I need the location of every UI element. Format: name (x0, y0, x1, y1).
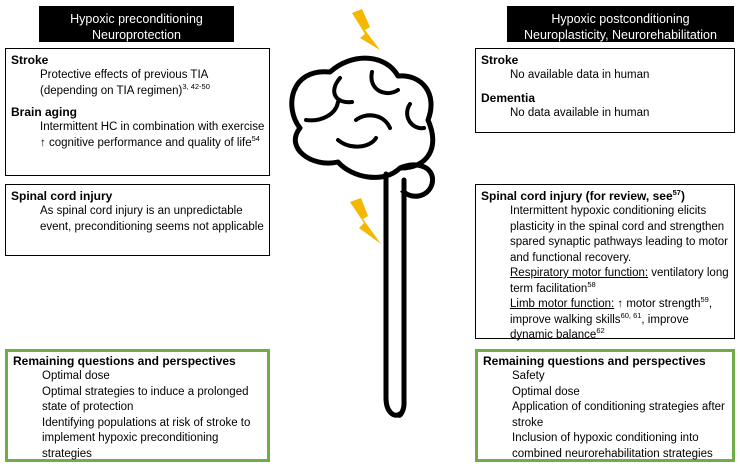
sci-title: Spinal cord injury (for review, see57) (481, 188, 685, 203)
right-sci-box: Spinal cord injury (for review, see57) I… (475, 184, 735, 341)
dementia-title: Dementia (481, 90, 536, 105)
right-stroke-box: Stroke No available data in human Dement… (475, 48, 735, 133)
stroke-item: No available data in human (510, 69, 650, 81)
stroke-title: Stroke (481, 53, 519, 67)
questions-title: Remaining questions and perspectives (483, 354, 706, 368)
questions-title: Remaining questions and perspectives (13, 354, 236, 368)
sci-item: Intermittent hypoxic conditioning elicit… (510, 205, 728, 264)
left-sci-box: Spinal cord injury As spinal cord injury… (5, 184, 270, 256)
brain-aging-title: Brain aging (11, 105, 78, 119)
question-item: Application of conditioning strategies a… (512, 401, 725, 429)
question-item: Identifying populations at risk of strok… (42, 416, 251, 460)
respiratory-item: Respiratory motor function: ventilatory … (510, 267, 729, 295)
question-item: Inclusion of hypoxic conditioning into c… (512, 432, 713, 460)
brain-aging-item: Intermittent HC in combination with exer… (40, 121, 265, 149)
right-header: Hypoxic postconditioning Neuroplasticity… (507, 6, 734, 42)
right-header-line2: Neuroplasticity, Neurorehabilitation (524, 28, 717, 42)
left-header-line1: Hypoxic preconditioning (70, 12, 203, 26)
stroke-title: Stroke (11, 53, 49, 67)
question-item: Optimal dose (42, 370, 110, 382)
lightning-bolt-icon (352, 9, 380, 50)
question-item: Optimal dose (512, 385, 580, 398)
question-item: Optimal strategies to induce a prolonged… (42, 385, 249, 414)
sci-title: Spinal cord injury (11, 189, 113, 203)
lightning-bolt-icon (350, 198, 381, 244)
right-questions-box: Remaining questions and perspectives Saf… (475, 349, 735, 462)
left-stroke-box: Stroke Protective effects of previous TI… (5, 48, 270, 176)
left-header-line2: Neuroprotection (92, 28, 181, 42)
left-questions-box: Remaining questions and perspectives Opt… (5, 349, 270, 462)
limb-item: Limb motor function: ↑ motor strength59,… (510, 295, 713, 341)
stroke-item: Protective effects of previous TIA (depe… (40, 69, 210, 97)
dementia-item: No data available in human (510, 106, 650, 119)
right-header-line1: Hypoxic postconditioning (551, 12, 690, 26)
sci-item: As spinal cord injury is an unpredictabl… (40, 205, 264, 233)
left-header: Hypoxic preconditioning Neuroprotection (39, 6, 234, 42)
question-item: Safety (512, 370, 545, 382)
